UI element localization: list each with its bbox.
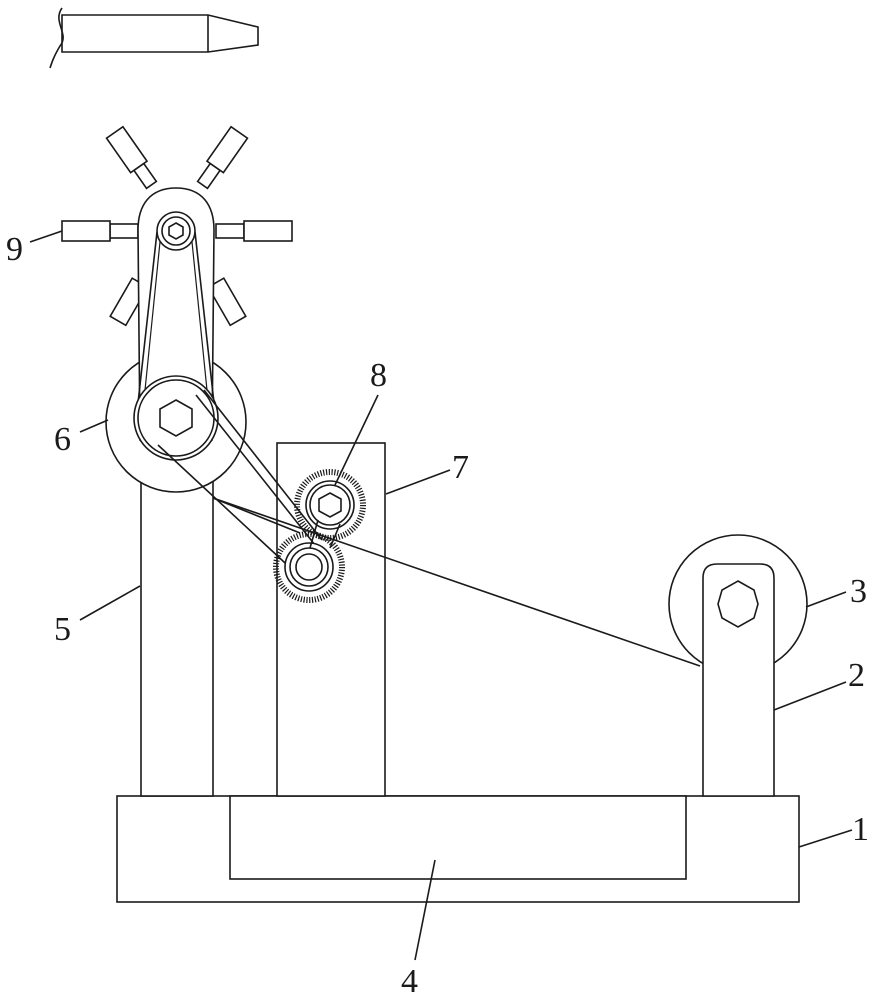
drive-pulley (133, 375, 219, 461)
label-2: 2 (848, 657, 865, 694)
tool-pen (49, 7, 259, 69)
belt (136, 231, 216, 413)
label-3: 3 (850, 573, 867, 610)
label-8: 8 (370, 357, 387, 394)
label-5: 5 (54, 611, 71, 648)
part-labels: 1 2 3 4 5 6 7 8 9 (6, 231, 869, 1000)
label-7: 7 (452, 449, 469, 486)
lower-brush-roller (273, 531, 345, 603)
reel-hex-nut (717, 580, 759, 628)
tray-recess (229, 795, 687, 880)
right-support-arm (702, 563, 775, 797)
leader-lines (29, 230, 853, 961)
label-9: 9 (6, 231, 23, 268)
label-1: 1 (852, 811, 869, 848)
top-small-pulley (156, 211, 196, 251)
label-4: 4 (401, 963, 418, 1000)
drive-hex-nut (159, 399, 193, 437)
cable-lines (157, 389, 701, 667)
upper-brush-roller (294, 469, 366, 541)
label-6: 6 (54, 421, 71, 458)
